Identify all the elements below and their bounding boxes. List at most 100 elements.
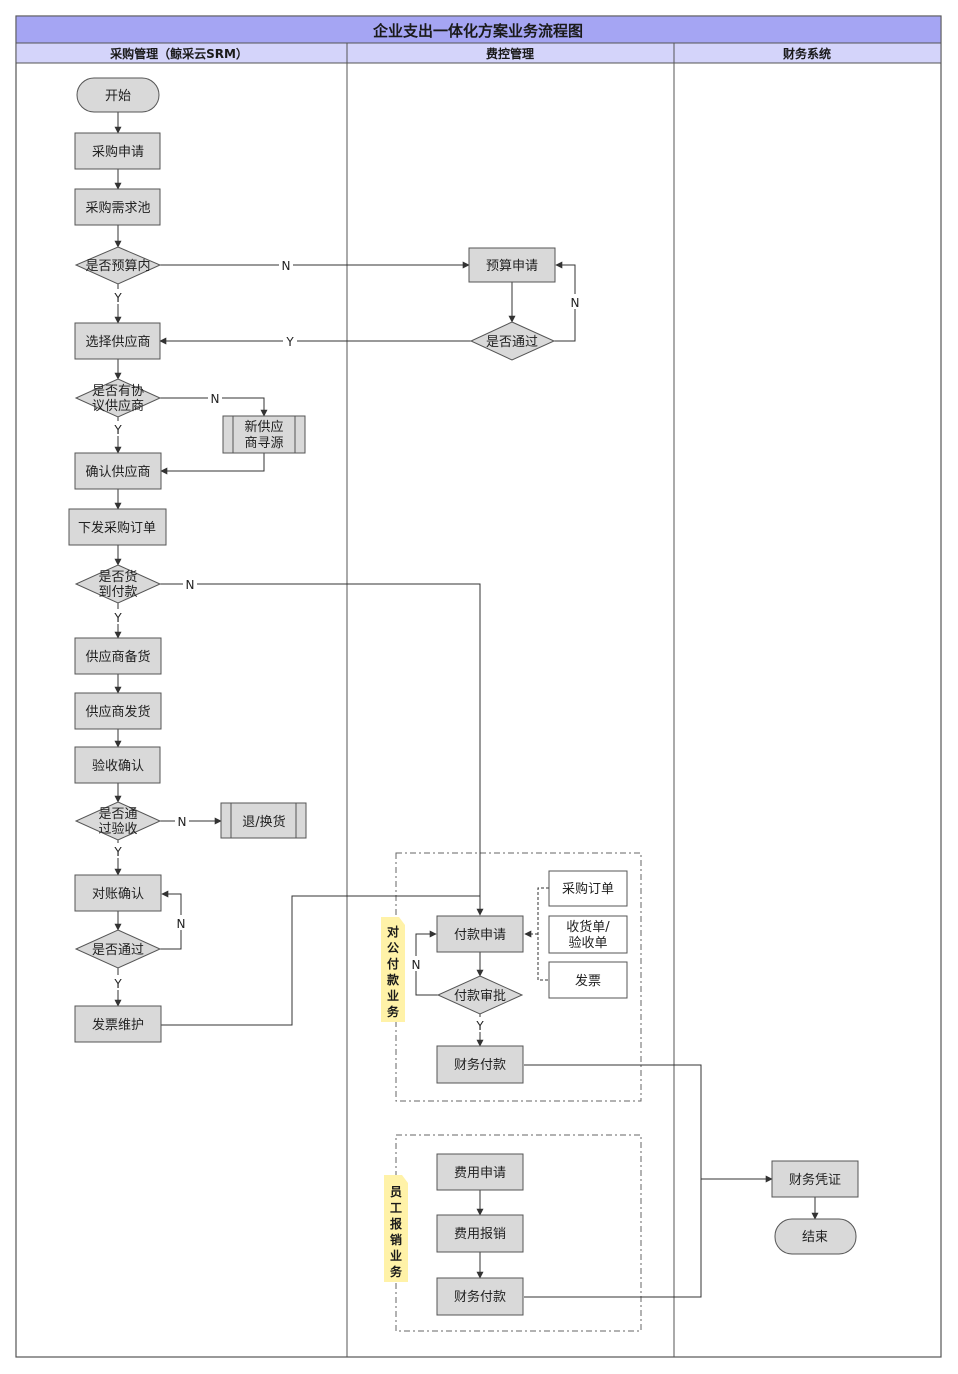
- tag-corporate-payment-char-2: 付: [387, 956, 399, 971]
- label-paydelivery-no: N: [186, 578, 195, 592]
- node-finance-pay-1: [436, 1045, 524, 1084]
- label-agreement-yes: Y: [113, 423, 122, 437]
- text-invoice-doc: 发票: [575, 973, 601, 989]
- text-pay-on-delivery-2: 到付款: [98, 585, 137, 600]
- node-invoice-maint: [74, 1005, 162, 1043]
- text-return-exchange: 退/换货: [242, 814, 285, 830]
- label-agreement-no: N: [211, 392, 220, 406]
- tag-corporate-payment: [381, 917, 405, 1022]
- node-start: [76, 77, 160, 113]
- lane-header-finance: 财务系统: [782, 46, 831, 61]
- text-select-supplier: 选择供应商: [85, 334, 150, 350]
- text-new-sourcing-1: 新供应: [244, 419, 283, 435]
- label-approve-yes: Y: [475, 1019, 484, 1033]
- text-has-agreement-1: 是否有协: [92, 384, 144, 399]
- node-budget-apply: [468, 247, 556, 283]
- node-payment-apply: [436, 915, 524, 953]
- label-reconcile-pass-yes: Y: [113, 977, 122, 991]
- tag-employee-reimburse-char-3: 销: [390, 1232, 402, 1247]
- diagram-title: 企业支出一体化方案业务流程图: [372, 22, 583, 40]
- tag-employee-reimburse-char-5: 务: [390, 1264, 403, 1279]
- node-supplier-ship: [74, 692, 162, 730]
- text-pass-accept-2: 过验收: [98, 821, 137, 837]
- text-new-sourcing-2: 商寻源: [244, 436, 283, 451]
- node-expense-apply: [436, 1153, 524, 1191]
- node-has-agreement: [74, 378, 162, 418]
- node-reconcile: [74, 874, 162, 912]
- title-bar: [15, 15, 942, 44]
- label-paydelivery-yes: Y: [113, 611, 122, 625]
- tag-employee-reimburse-char-1: 工: [390, 1201, 402, 1215]
- label-inbudget-yes: Y: [113, 291, 122, 305]
- diagram-frame: [15, 15, 942, 1358]
- text-supplier-ship: 供应商发货: [85, 704, 150, 720]
- text-voucher: 财务凭证: [789, 1172, 841, 1188]
- tag-employee-reimburse-char-0: 员: [390, 1185, 402, 1199]
- lane-header-expense-control: 费控管理: [486, 46, 534, 61]
- node-supplier-stock: [74, 637, 162, 675]
- doc-purchase-order: [548, 870, 628, 907]
- text-expense-apply: 费用申请: [454, 1166, 506, 1181]
- tag-corporate-payment-char-4: 业: [387, 988, 399, 1003]
- edge-sourcing-to-confirm: [160, 453, 265, 475]
- text-invoice-maint: 发票维护: [92, 1017, 144, 1033]
- edge-pay2-to-voucher: [524, 1179, 702, 1298]
- text-start: 开始: [105, 89, 131, 104]
- node-expense-reimburse: [436, 1214, 524, 1253]
- label-reconcile-pass-no: N: [177, 917, 186, 931]
- node-end: [774, 1218, 857, 1255]
- text-purchase-order-doc: 采购订单: [562, 881, 614, 897]
- tag-corporate-payment-char-3: 款: [387, 972, 400, 987]
- node-budget-pass: [469, 321, 556, 361]
- node-acceptance: [74, 746, 161, 784]
- text-acceptance: 验收确认: [92, 758, 144, 774]
- tag-employee-reimburse-char-2: 报: [390, 1216, 402, 1231]
- node-confirm-supplier: [74, 452, 162, 490]
- node-reconcile-pass: [74, 929, 162, 969]
- text-receipt-doc-2: 验收单: [568, 935, 607, 951]
- label-inbudget-no: N: [282, 259, 291, 273]
- node-select-supplier: [74, 322, 161, 360]
- text-finance-pay-2: 财务付款: [454, 1289, 506, 1305]
- label-passaccept-no: N: [178, 815, 187, 829]
- edge-paydelivery-no-to-payment-apply: [160, 583, 484, 916]
- label-passaccept-yes: Y: [113, 845, 122, 859]
- node-demand-pool: [74, 188, 161, 226]
- text-demand-pool: 采购需求池: [85, 200, 150, 216]
- text-end: 结束: [802, 1230, 828, 1245]
- text-in-budget: 是否预算内: [85, 258, 150, 274]
- lane-header-procurement: 采购管理（鲸采云SRM）: [109, 46, 248, 61]
- text-reconcile-pass: 是否通过: [92, 943, 144, 958]
- node-in-budget: [74, 246, 162, 285]
- node-new-sourcing: [222, 415, 306, 454]
- edge-agreement-no-to-sourcing: [160, 397, 268, 417]
- node-payment-approve: [436, 975, 524, 1015]
- text-budget-pass: 是否通过: [486, 335, 538, 350]
- tag-corporate-payment-char-1: 公: [387, 941, 399, 955]
- text-finance-pay-1: 财务付款: [454, 1057, 506, 1073]
- text-expense-reimburse: 费用报销: [454, 1227, 506, 1242]
- text-budget-apply: 预算申请: [486, 259, 538, 274]
- lane-header-bar: [15, 42, 942, 64]
- text-purchase-request: 采购申请: [92, 144, 144, 160]
- text-payment-apply: 付款申请: [454, 928, 506, 943]
- node-pay-on-delivery: [74, 564, 162, 604]
- label-approve-no: N: [412, 958, 421, 972]
- text-issue-order: 下发采购订单: [78, 520, 156, 536]
- label-budget-pass-no: N: [571, 296, 580, 310]
- text-pass-accept-1: 是否通: [98, 807, 137, 822]
- text-supplier-stock: 供应商备货: [85, 649, 150, 665]
- text-payment-approve: 付款审批: [454, 989, 506, 1004]
- tag-employee-reimburse-char-4: 业: [390, 1248, 402, 1263]
- node-return-exchange: [220, 802, 307, 839]
- text-confirm-supplier: 确认供应商: [85, 464, 150, 480]
- node-purchase-request: [74, 132, 161, 170]
- doc-invoice: [548, 961, 628, 999]
- tag-employee-reimburse: [384, 1175, 408, 1282]
- text-reconcile: 对账确认: [92, 887, 144, 902]
- node-finance-pay-2: [436, 1277, 524, 1316]
- edge-pay1-to-voucher: [524, 1064, 773, 1183]
- tag-corporate-payment-char-0: 对: [387, 924, 399, 939]
- node-issue-order: [68, 508, 167, 546]
